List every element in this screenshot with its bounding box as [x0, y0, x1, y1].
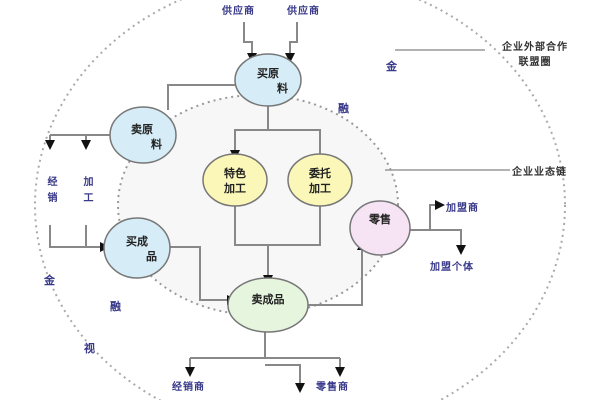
distribution-label: 经销: [45, 176, 56, 208]
buy-raw-line1: 买原: [257, 67, 279, 80]
node-sell-finished: [227, 277, 309, 333]
finance-char-5: 视: [84, 342, 96, 355]
special-processing-label: 特色 加工: [215, 166, 255, 196]
finance-char-3: 金: [44, 274, 56, 287]
special-line2: 加工: [224, 182, 246, 195]
node-buy-finished: [103, 217, 171, 279]
sell-raw-label: 卖原 料: [122, 122, 162, 152]
retail-line1: 零售: [369, 213, 391, 226]
buy-finished-line1: 买成: [126, 235, 148, 248]
finance-char-1: 金: [386, 60, 398, 73]
inner-ring-annotation: 企业业态链: [512, 167, 567, 178]
sell-finished-line1: 卖成品: [251, 293, 285, 306]
supplier-label-2: 供应商: [287, 6, 320, 17]
outsource-processing-label: 委托 加工: [300, 166, 340, 196]
node-special-processing: [202, 153, 268, 207]
outsource-line1: 委托: [309, 167, 331, 180]
outer-ring-annotation: 企业外部合作联盟圈: [502, 42, 568, 68]
buy-finished-label: 买成 品: [117, 234, 157, 264]
node-retail: [349, 200, 411, 256]
sell-finished-label: 卖成品: [238, 292, 298, 307]
buy-raw-line2: 料: [277, 82, 288, 95]
retailer-label: 零售商: [316, 382, 349, 393]
special-line1: 特色: [224, 167, 246, 180]
supplier-label-1: 供应商: [222, 6, 255, 17]
node-buy-raw: [234, 53, 302, 107]
sell-raw-line1: 卖原: [131, 123, 153, 136]
outsource-line2: 加工: [309, 182, 331, 195]
node-outsource-processing: [287, 153, 353, 207]
processing-label: 加工: [81, 176, 92, 208]
franchisee-label: 加盟商: [446, 203, 479, 214]
node-sell-raw: [109, 106, 177, 164]
buy-finished-line2: 品: [146, 250, 157, 263]
inner-business-ring: [117, 94, 399, 316]
retail-label: 零售: [360, 212, 400, 227]
sell-raw-line2: 料: [151, 138, 162, 151]
franchise-individual-label: 加盟个体: [430, 262, 474, 273]
buy-raw-label: 买原 料: [248, 66, 288, 96]
distributor-label: 经销商: [172, 382, 205, 393]
finance-char-4: 融: [110, 300, 122, 313]
outer-alliance-ring: [34, 0, 566, 400]
finance-char-2: 融: [338, 102, 350, 115]
